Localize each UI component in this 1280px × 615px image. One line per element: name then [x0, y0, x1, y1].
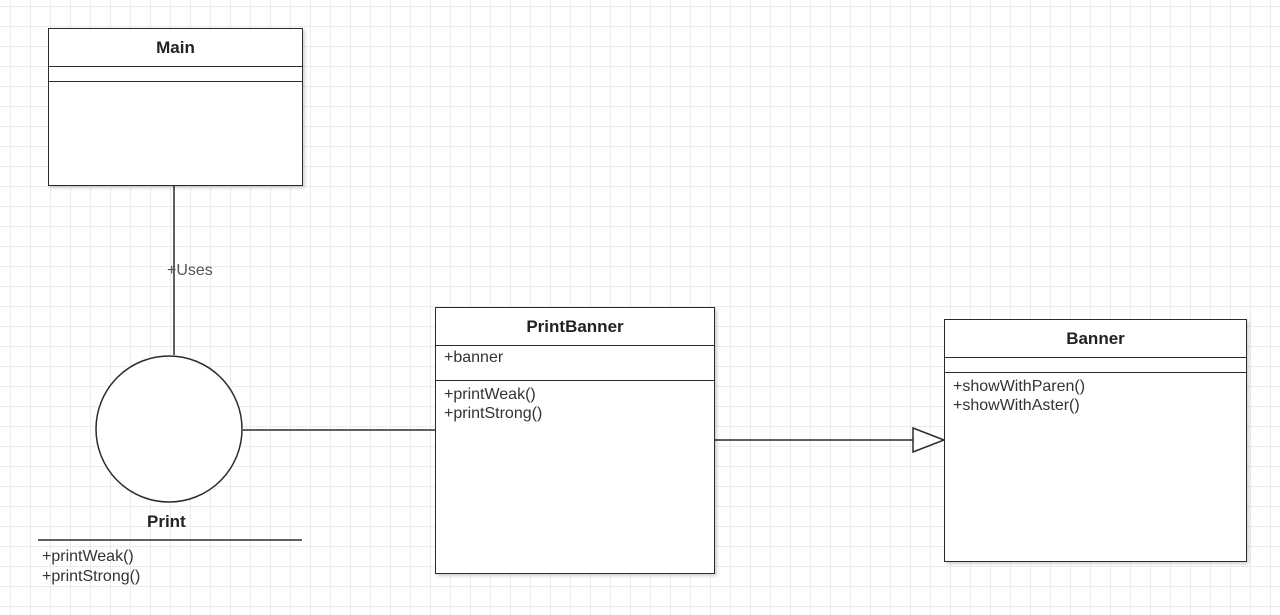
class-main[interactable]: Main	[48, 28, 303, 186]
interface-operation-printweak: +printWeak()	[42, 548, 134, 565]
operation-printweak: +printWeak()	[444, 386, 536, 403]
interface-operation-printstrong: +printStrong()	[42, 568, 141, 585]
class-printbanner[interactable]: PrintBanner +banner +printWeak() +printS…	[435, 307, 715, 574]
class-banner-operations: +showWithParen() +showWithAster()	[945, 373, 1246, 415]
interface-print-operations: +printWeak() +printStrong()	[42, 547, 140, 587]
class-printbanner-attributes: +banner	[436, 346, 714, 381]
operation-showwithaster: +showWithAster()	[953, 397, 1080, 414]
operation-showwithparen: +showWithParen()	[953, 378, 1086, 395]
print-interface-lollipop[interactable]	[95, 355, 243, 503]
uses-label: +Uses	[167, 262, 213, 279]
class-printbanner-operations: +printWeak() +printStrong()	[436, 381, 714, 423]
class-main-attributes	[49, 67, 302, 82]
generalization-arrowhead	[912, 426, 947, 454]
class-printbanner-name: PrintBanner	[436, 308, 714, 346]
class-banner-attributes	[945, 358, 1246, 373]
interface-print-name: Print	[147, 512, 186, 531]
operation-printstrong: +printStrong()	[444, 405, 543, 422]
class-main-name: Main	[49, 29, 302, 67]
class-banner[interactable]: Banner +showWithParen() +showWithAster()	[944, 319, 1247, 562]
class-banner-name: Banner	[945, 320, 1246, 358]
attribute-banner: +banner	[444, 349, 504, 366]
